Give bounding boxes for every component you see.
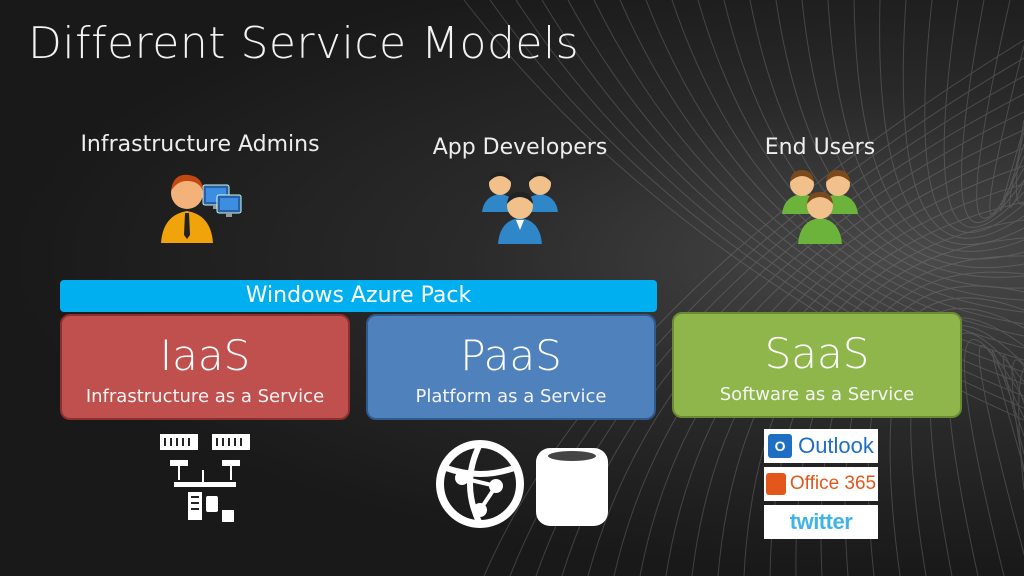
- model-abbreviation: PaaS: [460, 331, 562, 380]
- model-abbreviation: SaaS: [764, 329, 870, 378]
- saas-box: SaaS Software as a Service: [672, 312, 962, 418]
- model-full-name: Infrastructure as a Service: [85, 386, 325, 407]
- infrastructure-network-icon: [160, 434, 250, 522]
- brand-name: Office 365: [789, 473, 877, 494]
- user-group-icon: [782, 170, 858, 244]
- persona-infrastructure-admins: Infrastructure Admins: [60, 132, 340, 243]
- model-abbreviation: IaaS: [159, 331, 251, 380]
- database-icon: [536, 448, 608, 526]
- developer-group-icon: [482, 172, 558, 244]
- model-full-name: Software as a Service: [719, 384, 915, 405]
- iaas-box: IaaS Infrastructure as a Service: [60, 314, 350, 420]
- paas-icons: [436, 440, 608, 528]
- persona-label: Infrastructure Admins: [80, 132, 320, 157]
- persona-label: App Developers: [432, 135, 608, 160]
- model-full-name: Platform as a Service: [415, 386, 607, 407]
- slide-title: Different Service Models: [28, 18, 580, 69]
- twitter-logo-icon: twitter: [764, 505, 878, 539]
- persona-app-developers: App Developers: [380, 135, 660, 244]
- outlook-mark: O: [768, 434, 793, 458]
- office365-logo-icon: Office 365: [764, 467, 878, 501]
- globe-network-icon: [436, 440, 524, 528]
- office-mark: [765, 473, 786, 495]
- persona-end-users: End Users: [680, 135, 960, 244]
- brand-name: Outlook: [798, 433, 874, 458]
- outlook-logo-icon: O Outlook: [764, 429, 878, 463]
- paas-box: PaaS Platform as a Service: [366, 314, 656, 420]
- windows-azure-pack-banner: Windows Azure Pack: [60, 280, 657, 312]
- admin-with-monitors-icon: [161, 174, 242, 243]
- persona-label: End Users: [764, 135, 876, 160]
- brand-name: twitter: [789, 509, 853, 534]
